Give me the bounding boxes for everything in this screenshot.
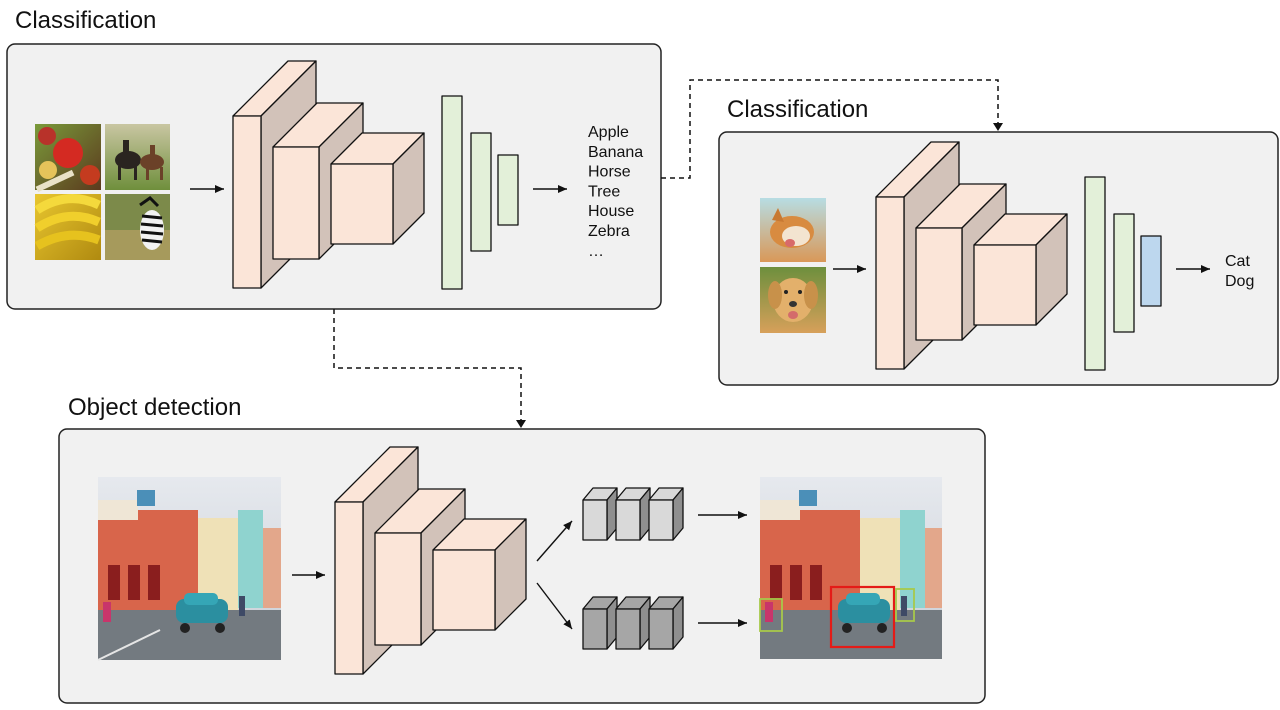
class-label: Cat: [1225, 253, 1250, 270]
street-photo-detected: [759, 477, 942, 659]
new-output-layer: [1140, 235, 1162, 307]
dog-photo: [760, 267, 826, 333]
fc-layer-3: [497, 154, 519, 226]
fc-layer-1: [1084, 176, 1106, 371]
transfer-connector: [661, 79, 999, 179]
detection-heads: [582, 487, 684, 650]
detection-backbone: [334, 446, 527, 675]
horses-photo: [105, 124, 170, 190]
class-label: Apple: [588, 124, 629, 141]
pet-images: [760, 198, 826, 333]
head-cube: [582, 487, 618, 541]
head-cube: [582, 596, 618, 650]
class-label: Horse: [588, 164, 631, 181]
transfer-network: [875, 141, 1162, 371]
fc-layer-1: [441, 95, 463, 290]
input-image-grid: [34, 124, 170, 260]
transfer-classification-heading: Classification: [727, 96, 868, 123]
conv-block-3: [432, 518, 527, 631]
pedestrian-bounding-box: [895, 588, 915, 622]
head-cube: [615, 487, 651, 541]
regression-head: [582, 596, 684, 650]
person-bounding-box: [759, 598, 783, 632]
head-cube: [648, 596, 684, 650]
class-label: Tree: [588, 183, 620, 200]
classification-network: [232, 60, 519, 290]
classification-head: [582, 487, 684, 541]
class-label: …: [588, 243, 604, 260]
street-photo: [97, 477, 281, 661]
cat-photo: [760, 198, 826, 262]
car-bounding-box: [829, 585, 896, 649]
fc-layer-2: [470, 132, 492, 252]
detection-connector-arrowhead: [516, 420, 526, 428]
head-cube: [615, 596, 651, 650]
transfer-connector-arrowhead: [993, 123, 1003, 131]
class-label: Dog: [1225, 273, 1254, 290]
apples-photo: [35, 124, 101, 193]
bananas-photo: [34, 194, 101, 260]
class-label: Banana: [588, 144, 643, 161]
head-cube: [648, 487, 684, 541]
branch-arrow-regression: [536, 582, 573, 630]
zebra-photo: [105, 194, 170, 260]
class-label-list: AppleBananaHorseTreeHouseZebra …: [588, 124, 643, 260]
branch-arrow-classification: [536, 520, 573, 562]
detection-connector: [333, 309, 522, 421]
object-detection-heading: Object detection: [68, 394, 241, 421]
conv-block-3: [973, 213, 1068, 326]
conv-block-3: [330, 132, 425, 245]
fc-layer-2: [1113, 213, 1135, 333]
classification-heading: Classification: [15, 7, 156, 34]
class-label: House: [588, 203, 634, 220]
class-label: Zebra: [588, 223, 630, 240]
